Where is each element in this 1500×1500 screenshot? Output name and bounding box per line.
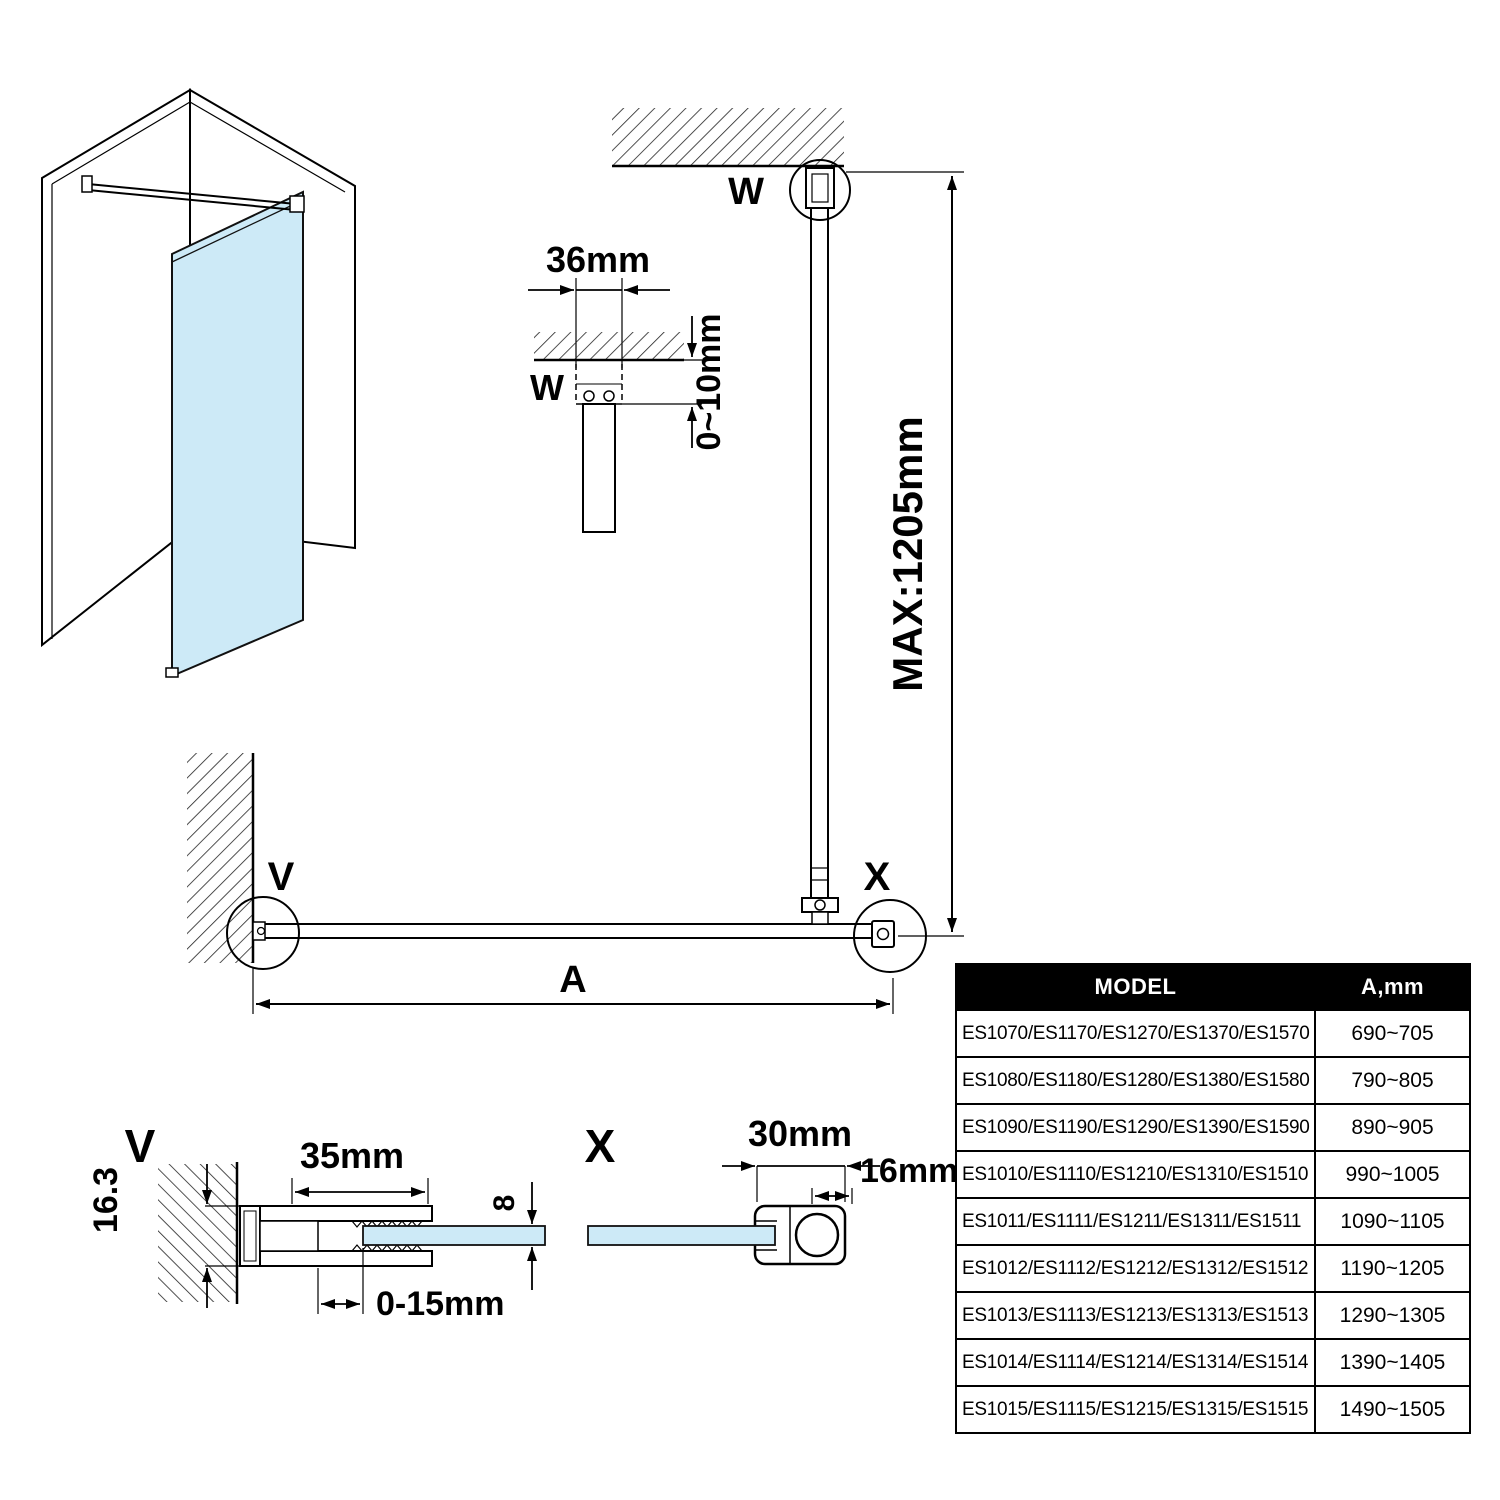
model-cell: ES1013/ES1113/ES1213/ES1313/ES1513 bbox=[955, 1291, 1316, 1340]
a-range-cell: 1490~1505 bbox=[1314, 1385, 1471, 1434]
wall-hatch bbox=[187, 753, 253, 963]
vertical-bar-assembly: W MAX:1205mm bbox=[612, 108, 964, 937]
model-cell: ES1070/ES1170/ES1270/ES1370/ES1570 bbox=[955, 1009, 1316, 1058]
wall-profile-body bbox=[239, 1205, 261, 1267]
detail-x-callout-circle bbox=[853, 899, 927, 973]
detail-v-callout-circle bbox=[226, 896, 300, 970]
profile-spacer bbox=[259, 1220, 319, 1252]
fitting-screw bbox=[256, 926, 266, 936]
bracket-screw-hole bbox=[603, 390, 615, 402]
bracket-inner bbox=[811, 173, 829, 203]
model-cell: ES1090/ES1190/ES1290/ES1390/ES1590 bbox=[955, 1103, 1316, 1152]
detail-w-callout-circle bbox=[789, 159, 851, 221]
bracket-screw-hole bbox=[583, 390, 595, 402]
dim-36mm-label: 36mm bbox=[546, 239, 650, 280]
a-range-cell: 690~705 bbox=[1314, 1009, 1471, 1058]
dim-a-label: A bbox=[559, 959, 586, 1001]
wall-hatch bbox=[158, 1164, 237, 1302]
a-range-cell: 1190~1205 bbox=[1314, 1244, 1471, 1293]
clamp-pivot bbox=[814, 899, 826, 911]
a-range-cell: 890~905 bbox=[1314, 1103, 1471, 1152]
model-cell: ES1015/ES1115/ES1215/ES1315/ES1515 bbox=[955, 1385, 1316, 1434]
profile-top-rail bbox=[259, 1205, 433, 1222]
a-range-cell: 990~1005 bbox=[1314, 1150, 1471, 1199]
left-wall-thickness-line bbox=[51, 101, 191, 185]
back-wall-thickness-line bbox=[189, 101, 346, 193]
support-bar-top-line bbox=[87, 183, 297, 205]
a-range-cell: 1390~1405 bbox=[1314, 1338, 1471, 1387]
bar-glass-clamp bbox=[289, 195, 305, 213]
dim-30mm-label: 30mm bbox=[748, 1113, 852, 1154]
clamp-base bbox=[811, 911, 829, 925]
section-v-label: V bbox=[125, 1120, 156, 1172]
detail-w-callout-label: W bbox=[728, 171, 764, 213]
detail-w-section-label: W bbox=[530, 367, 564, 408]
bar-tube-circle bbox=[794, 1212, 840, 1258]
dim-0-10mm-label: 0~10mm bbox=[690, 313, 728, 450]
dim-16-3-label: 16.3 bbox=[87, 1167, 125, 1233]
section-v: V 16.3 35mm 8 0-15mm bbox=[87, 1120, 546, 1323]
plan-assembly: V X A bbox=[187, 753, 927, 1014]
glass-section bbox=[362, 1225, 546, 1246]
ceiling-hatch bbox=[534, 332, 684, 360]
column-header-model: MODEL bbox=[955, 963, 1316, 1011]
isometric-view bbox=[41, 88, 356, 678]
support-bar bbox=[810, 207, 829, 907]
glass-panel bbox=[171, 190, 304, 678]
profile-bottom-rail bbox=[259, 1250, 433, 1267]
glass-top-edge bbox=[171, 199, 304, 263]
detail-v-callout-label: V bbox=[268, 855, 295, 899]
section-x-label: X bbox=[585, 1120, 616, 1172]
model-cell: ES1080/ES1180/ES1280/ES1380/ES1580 bbox=[955, 1056, 1316, 1105]
model-cell: ES1010/ES1110/ES1210/ES1310/ES1510 bbox=[955, 1150, 1316, 1199]
a-range-cell: 790~805 bbox=[1314, 1056, 1471, 1105]
wall-profile-inner bbox=[243, 1210, 257, 1262]
column-header-a-mm: A,mm bbox=[1314, 963, 1471, 1011]
detail-w-section: 36mm W 0~10mm bbox=[528, 239, 728, 533]
ceiling-hatch bbox=[612, 108, 844, 166]
dim-8-label: 8 bbox=[488, 1195, 521, 1212]
dim-16mm-label: 16mm bbox=[860, 1152, 958, 1190]
dim-max-1205-label: MAX:1205mm bbox=[884, 416, 931, 691]
glass-panel-plan bbox=[252, 923, 894, 939]
wall-profile-fitting bbox=[252, 921, 266, 941]
detail-x-callout-label: X bbox=[864, 855, 891, 899]
glass-end-cap bbox=[871, 920, 895, 948]
ceiling-bracket-dashed bbox=[575, 359, 623, 405]
model-cell: ES1014/ES1114/ES1214/ES1314/ES1514 bbox=[955, 1338, 1316, 1387]
model-cell: ES1012/ES1112/ES1212/ES1312/ES1512 bbox=[955, 1244, 1316, 1293]
dim-0-15mm-label: 0-15mm bbox=[376, 1285, 505, 1323]
bar-wall-mount bbox=[81, 175, 93, 193]
support-bar-bottom-line bbox=[87, 189, 297, 211]
model-cell: ES1011/ES1111/ES1211/ES1311/ES1511 bbox=[955, 1197, 1316, 1246]
a-range-cell: 1090~1105 bbox=[1314, 1197, 1471, 1246]
support-bar-profile bbox=[582, 403, 616, 533]
end-cap-screw bbox=[876, 927, 890, 941]
glass-foot-bracket bbox=[165, 667, 179, 678]
glass-section bbox=[587, 1225, 776, 1246]
section-x: X 30mm 16mm bbox=[585, 1113, 958, 1266]
dim-35mm-label: 35mm bbox=[300, 1135, 404, 1176]
table-header-row: MODEL A,mm bbox=[955, 963, 1471, 1011]
model-spec-table: MODEL A,mm ES1070/ES1170/ES1270/ES1370/E… bbox=[955, 963, 1471, 1434]
left-wall bbox=[41, 88, 191, 648]
a-range-cell: 1290~1305 bbox=[1314, 1291, 1471, 1340]
